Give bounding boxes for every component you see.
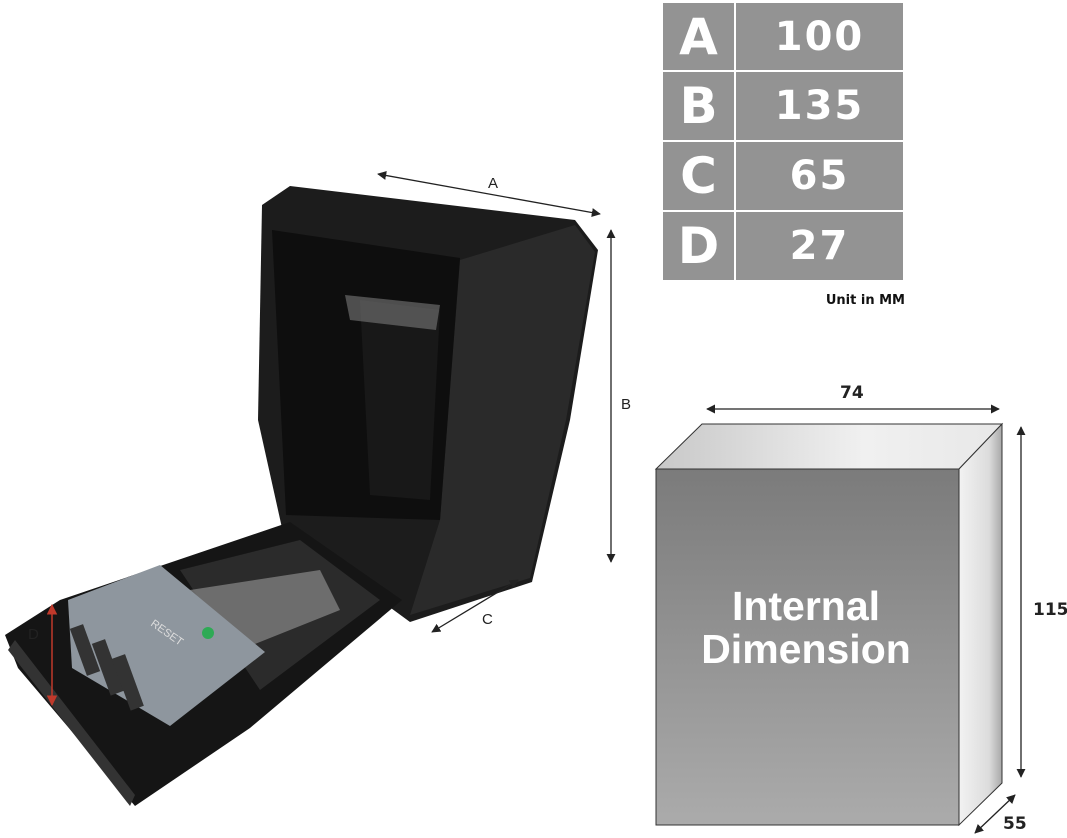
dimension-a-label: A bbox=[488, 175, 499, 192]
unit-note: Unit in MM bbox=[825, 293, 905, 308]
row-b-letter: B bbox=[663, 72, 734, 140]
dimension-c-arrow bbox=[431, 579, 519, 633]
row-a-value: 100 bbox=[736, 3, 903, 70]
lock-mechanism: RESET bbox=[68, 565, 265, 726]
dimension-table: A 100 B 135 C 65 D 27 bbox=[663, 3, 903, 280]
dimension-d-label: D bbox=[28, 626, 39, 643]
row-b-value: 135 bbox=[736, 72, 903, 140]
row-d-value: 27 bbox=[736, 212, 903, 280]
dimension-a-arrow bbox=[377, 170, 601, 218]
box-top-face bbox=[654, 423, 1004, 470]
internal-dimension-box bbox=[654, 404, 1026, 834]
row-c-letter: C bbox=[663, 142, 734, 210]
width-label: 74 bbox=[840, 383, 864, 403]
row-c-value: 65 bbox=[736, 142, 903, 210]
height-label: 115 bbox=[1033, 600, 1067, 620]
internal-dimension-title: Internal Dimension bbox=[656, 585, 956, 671]
depth-label: 55 bbox=[1003, 814, 1027, 834]
row-a-letter: A bbox=[663, 3, 734, 70]
lockbox-shell bbox=[258, 186, 598, 622]
dimension-lines bbox=[46, 170, 616, 707]
row-d-letter: D bbox=[663, 212, 734, 280]
dimension-b-label: B bbox=[621, 396, 632, 413]
dimension-c-label: C bbox=[482, 611, 493, 628]
box-side-face bbox=[958, 422, 1003, 827]
title-line-2: Dimension bbox=[701, 626, 911, 672]
title-line-1: Internal bbox=[731, 583, 881, 629]
lockbox-illustration: RESET bbox=[5, 170, 616, 806]
box-front-face bbox=[655, 468, 960, 826]
depth-arrow bbox=[974, 794, 1016, 834]
